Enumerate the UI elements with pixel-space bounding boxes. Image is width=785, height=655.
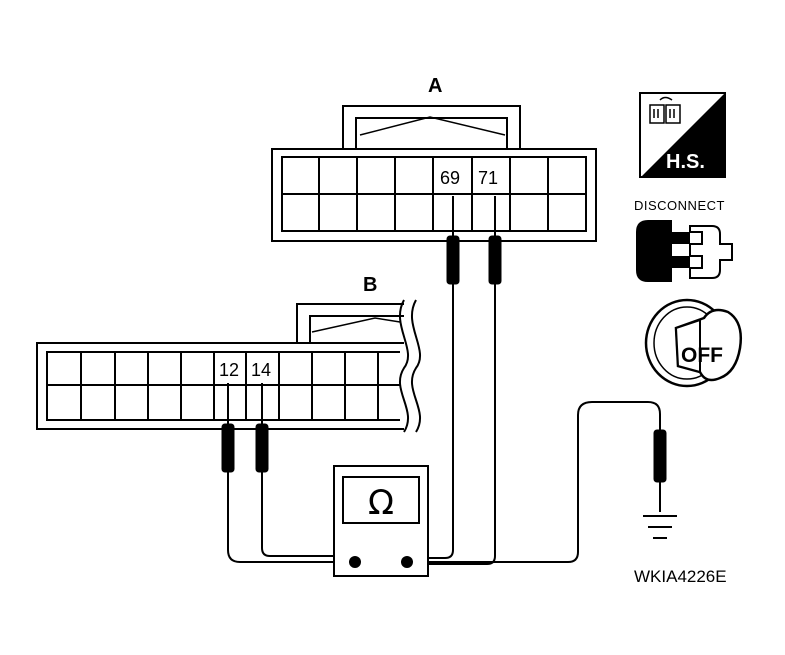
disconnect-icon [636, 220, 733, 282]
harness-side-icon: H.S. [639, 92, 726, 178]
test-leads [227, 284, 661, 565]
ground-icon [643, 515, 677, 539]
ohmmeter: Ω [333, 465, 429, 577]
ignition-off-icon: OFF [644, 298, 742, 388]
hs-label: H.S. [666, 151, 705, 173]
off-label: OFF [681, 344, 723, 367]
ohm-symbol: Ω [368, 483, 394, 523]
probe-set [221, 196, 667, 512]
pin-label-14: 14 [251, 360, 271, 380]
meter-terminal-right [401, 556, 413, 568]
figure-code: WKIA4226E [634, 567, 727, 586]
connector-b-label: B [363, 274, 377, 296]
connector-a-label: A [428, 75, 442, 97]
disconnect-label: DISCONNECT [634, 198, 725, 213]
pin-label-12: 12 [219, 360, 239, 380]
pin-label-71: 71 [478, 168, 498, 188]
connector-a [271, 105, 597, 242]
connector-b [36, 299, 422, 433]
pin-label-69: 69 [440, 168, 460, 188]
meter-terminal-left [349, 556, 361, 568]
connector-sketch-icon [649, 96, 681, 124]
